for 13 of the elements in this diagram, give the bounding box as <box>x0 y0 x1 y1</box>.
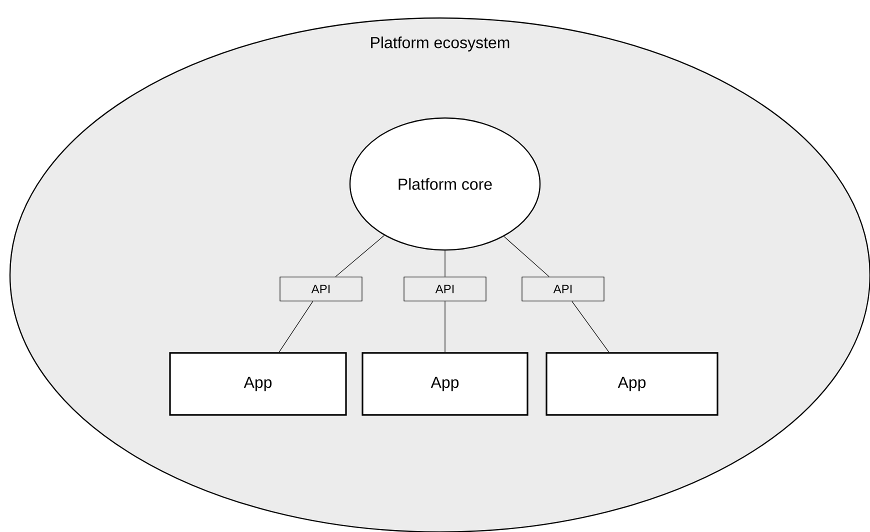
connector-line <box>335 235 385 277</box>
connector-line <box>444 250 446 277</box>
connector-line <box>278 300 314 352</box>
connector-line <box>444 300 446 352</box>
api-box: API <box>280 276 362 302</box>
app-box: App <box>169 352 347 416</box>
connector-line <box>572 300 610 352</box>
api-box: API <box>404 276 486 302</box>
app-box: App <box>546 352 718 416</box>
api-box: API <box>522 276 604 302</box>
connector-line <box>504 236 550 277</box>
app-box: App <box>362 352 528 416</box>
ellipse-title: Platform ecosystem <box>371 36 510 52</box>
